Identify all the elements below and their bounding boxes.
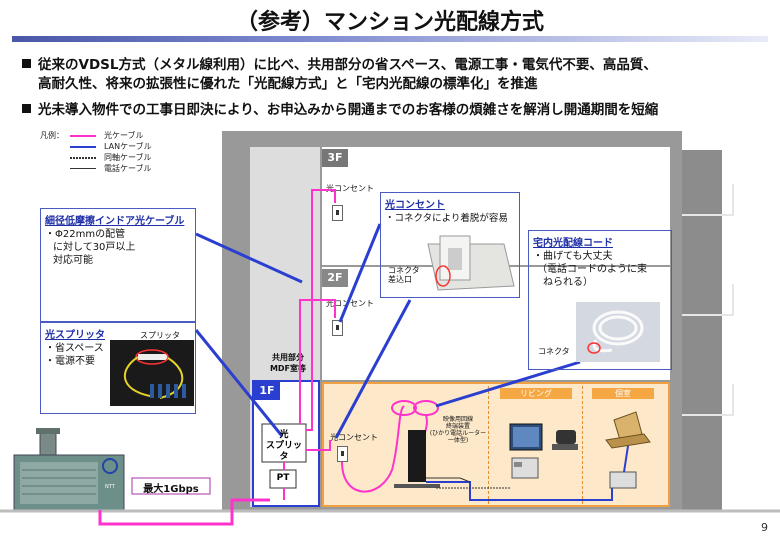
balcony-floor-3 bbox=[682, 214, 734, 216]
callout-fiber-cable-title: 細径低摩擦インドア光ケーブル bbox=[45, 216, 185, 227]
legend-line-lan bbox=[70, 146, 96, 148]
balcony-rail bbox=[732, 184, 734, 216]
splitter-box-label-line1: 光 bbox=[279, 430, 289, 440]
pt-label: PT bbox=[276, 473, 290, 483]
legend-line-coax bbox=[70, 157, 96, 159]
splitter-box-label: 光 スプリッタ bbox=[262, 430, 306, 463]
bullet-square-icon bbox=[22, 59, 31, 68]
bullet-1: 従来のVDSL方式（メタル線利用）に比べ、共用部分の省スペース、電源工事・電気代… bbox=[22, 56, 657, 94]
balcony-rail bbox=[732, 284, 734, 316]
callout-splitter: 光スプリッタ ・省スペース ・電源不要 bbox=[40, 322, 196, 414]
outlet-photo bbox=[427, 235, 515, 291]
speed-label: 最大1Gbps bbox=[143, 484, 199, 495]
legend-label-coax: 同軸ケーブル bbox=[104, 153, 152, 162]
callout-cord-text2: （電話コードのように束 bbox=[537, 264, 647, 275]
callout-outlet-text1: ・コネクタにより着脱が容易 bbox=[385, 213, 508, 224]
fiber-outlet-3f-icon bbox=[332, 205, 343, 221]
splitter-photo bbox=[110, 340, 194, 406]
callout-outlet-title: 光コンセント bbox=[385, 200, 445, 211]
bullet-1-line2: 高耐久性、将来の拡張性に優れた「光配線方式」と「宅内光配線の標準化」を推進 bbox=[38, 76, 538, 92]
callout-cord-text3: ねられる） bbox=[543, 277, 593, 288]
legend-title: 凡例： bbox=[40, 131, 64, 140]
speed-badge bbox=[131, 477, 211, 495]
page-number: 9 bbox=[761, 521, 768, 534]
outlet-label-2f: 光コンセント bbox=[326, 299, 374, 308]
callout-splitter-text2: ・電源不要 bbox=[45, 356, 95, 367]
fiber-outlet-1f-icon bbox=[337, 446, 348, 462]
splitter-box-label-line2: スプリッタ bbox=[265, 441, 302, 462]
legend-label-fiber: 光ケーブル bbox=[104, 131, 144, 140]
bullet-square-icon bbox=[22, 104, 31, 113]
floor-label-2f: 2F bbox=[322, 269, 348, 287]
outlet-tag-line2: 差込口 bbox=[388, 275, 412, 284]
telecom-building-icon: NTT bbox=[13, 428, 125, 511]
bullet-2: 光未導入物件での工事日即決により、お申込みから開通までのお客様の煩雑さを解消し開… bbox=[22, 101, 658, 120]
callout-splitter-title: 光スプリッタ bbox=[45, 330, 105, 341]
legend-line-fiber bbox=[70, 135, 96, 137]
callout-splitter-text1: ・省スペース bbox=[45, 343, 104, 354]
onu-device-icon bbox=[408, 430, 426, 482]
onu-label: 映像用回線 終端装置 (ひかり電話ルーター一体型) bbox=[427, 416, 489, 444]
outlet-tag: コネクタ 差込口 bbox=[388, 266, 420, 284]
fiber-outlet-2f-icon bbox=[332, 320, 343, 336]
callout-fiber-cable: 細径低摩擦インドア光ケーブル ・Φ22mmの配管 に対して30戸以上 対応可能 bbox=[40, 208, 196, 322]
bullet-2-line1: 光未導入物件での工事日即決により、お申込みから開通までのお客様の煩雑さを解消し開… bbox=[38, 102, 659, 118]
legend-line-phone bbox=[70, 168, 96, 169]
living-room-label: リビング bbox=[500, 388, 572, 399]
onu-label-line3: (ひかり電話ルーター一体型) bbox=[429, 430, 487, 444]
callout-fiber-cable-text3: 対応可能 bbox=[53, 255, 93, 266]
bullet-1-line1: 従来のVDSL方式（メタル線利用）に比べ、共用部分の省スペース、電源工事・電気代… bbox=[38, 57, 657, 73]
callout-fiber-cable-text2: に対して30戸以上 bbox=[53, 242, 136, 253]
balcony-floor-2 bbox=[682, 314, 734, 316]
balcony-floor-1 bbox=[682, 414, 734, 416]
floor-label-3f: 3F bbox=[322, 149, 348, 167]
building-balcony-column bbox=[682, 150, 722, 511]
onu-label-line1: 映像用回線 bbox=[442, 416, 473, 423]
onu-label-line2: 終端装置 bbox=[445, 423, 470, 430]
room-divider bbox=[582, 386, 583, 504]
splitter-tag: スプリッタ bbox=[140, 331, 180, 340]
room-divider bbox=[488, 386, 489, 504]
outlet-tag-line1: コネクタ bbox=[388, 266, 420, 275]
svg-text:NTT: NTT bbox=[105, 484, 116, 490]
callout-outlet: 光コンセント ・コネクタにより着脱が容易 bbox=[380, 192, 520, 298]
legend-label-lan: LANケーブル bbox=[104, 142, 152, 151]
shaft-label: 共用部分 MDF室等 bbox=[269, 353, 307, 373]
legend: 凡例： 光ケーブル LANケーブル 同軸ケーブル 電話ケーブル bbox=[40, 130, 152, 174]
callout-cord: 宅内光配線コード ・曲げても大丈夫 （電話コードのように束 ねられる） bbox=[528, 230, 672, 370]
outlet-label-1f: 光コンセント bbox=[330, 433, 378, 442]
title-underline bbox=[12, 36, 768, 42]
legend-label-phone: 電話ケーブル bbox=[104, 164, 152, 173]
private-room-label: 個室 bbox=[592, 388, 654, 399]
page-title: （参考）マンション光配線方式 bbox=[235, 10, 544, 35]
cord-photo bbox=[576, 302, 660, 362]
callout-fiber-cable-text1: ・Φ22mmの配管 bbox=[45, 229, 126, 240]
cord-tag: コネクタ bbox=[538, 347, 570, 356]
outlet-label-3f: 光コンセント bbox=[326, 184, 374, 193]
balcony-rail bbox=[732, 384, 734, 416]
floor-label-1f: 1F bbox=[254, 382, 280, 400]
callout-cord-title: 宅内光配線コード bbox=[533, 238, 613, 249]
callout-cord-text1: ・曲げても大丈夫 bbox=[533, 251, 613, 262]
